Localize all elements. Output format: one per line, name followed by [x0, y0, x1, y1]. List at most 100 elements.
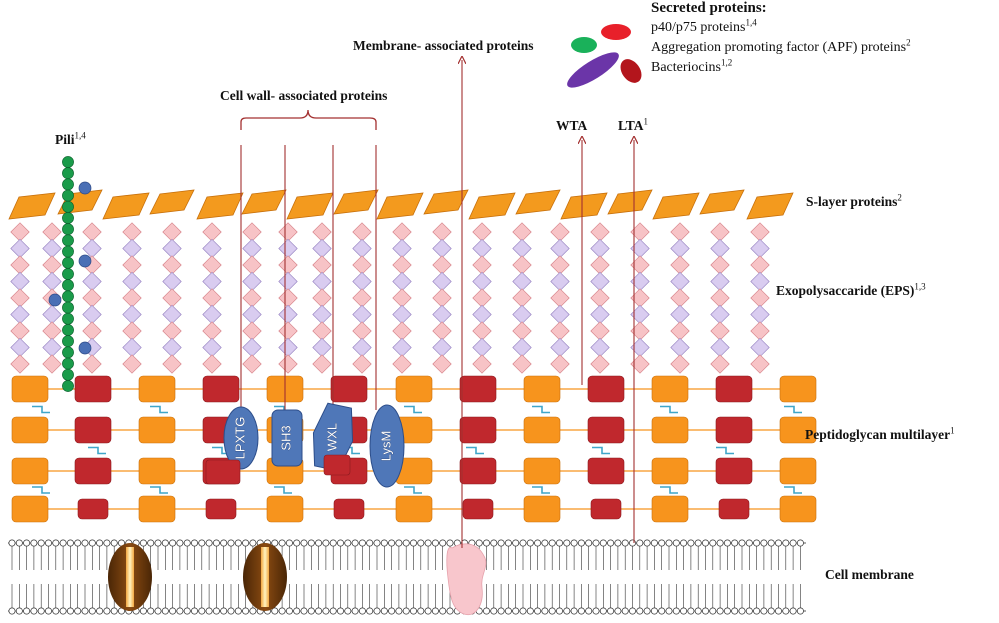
eps-sugar-unit: [10, 271, 30, 292]
lipid-head: [191, 539, 198, 547]
pilin-subunit: [62, 312, 74, 325]
s-layer-protein: [699, 189, 745, 215]
eps-chain: [42, 222, 62, 374]
lipid-head: [37, 607, 45, 615]
lipid-head: [446, 607, 454, 615]
lipid-head: [497, 539, 505, 547]
lipid-head: [614, 607, 622, 615]
lipid-head: [658, 539, 666, 547]
lipid-head: [767, 539, 775, 547]
nam-sugar-block: [587, 416, 625, 444]
nag-sugar-block: [779, 457, 817, 485]
lipid-head: [227, 607, 235, 615]
lipid-head: [789, 607, 797, 615]
lipid-head: [344, 607, 352, 615]
lipid-head: [191, 607, 198, 615]
peptide-crosslink: [274, 486, 292, 494]
lipid-head: [395, 607, 403, 615]
membrane-associated-protein: [446, 543, 487, 616]
pilin-subunit: [62, 268, 74, 280]
eps-sugar-unit: [122, 255, 142, 275]
nag-sugar-block: [523, 416, 561, 444]
lipid-head: [592, 607, 600, 615]
eps-sugar-unit: [512, 255, 532, 275]
eps-chain: [202, 222, 222, 374]
nam-sugar-block: [77, 498, 109, 520]
export-arrows: [462, 60, 634, 548]
lipid-head: [650, 539, 658, 547]
eps-sugar-unit: [122, 288, 142, 308]
eps-sugar-unit: [630, 271, 650, 292]
s-layer-protein: [423, 189, 469, 215]
eps-sugar-unit: [472, 222, 492, 242]
pilin-subunit: [62, 234, 74, 247]
eps-sugar-unit: [590, 238, 610, 259]
lipid-head: [446, 539, 454, 547]
eps-sugar-unit: [392, 271, 412, 292]
lipid-head: [599, 607, 607, 615]
lipid-head: [431, 539, 439, 547]
lipid-head: [599, 539, 607, 547]
eps-chain: [278, 222, 298, 374]
eps-sugar-unit: [162, 255, 182, 275]
eps-sugar-unit: [432, 304, 452, 325]
lipid-head: [285, 539, 293, 547]
pilin-subunit: [62, 189, 74, 202]
eps-sugar-unit: [670, 321, 690, 341]
lipid-head: [629, 607, 636, 615]
lipid-head: [417, 539, 425, 547]
lipid-head: [483, 539, 490, 547]
lipid-head: [716, 539, 724, 547]
eps-sugar-unit: [710, 255, 730, 275]
lipid-head: [30, 607, 38, 615]
eps-sugar-unit: [242, 271, 262, 292]
nag-sugar-block: [395, 375, 433, 403]
pilin-subunit: [62, 335, 74, 348]
eps-sugar-unit: [242, 238, 262, 259]
eps-sugar-unit: [202, 337, 222, 358]
eps-sugar-unit: [242, 354, 262, 374]
lipid-head: [103, 607, 111, 615]
eps-sugar-unit: [10, 255, 30, 275]
eps-sugar-unit: [242, 304, 262, 325]
pili: [48, 156, 92, 392]
nag-sugar-block: [523, 375, 561, 403]
eps-sugar-unit: [670, 271, 690, 292]
nam-sugar-block: [715, 375, 753, 403]
lipid-head: [709, 607, 717, 615]
pili-label: Pili1,4: [55, 130, 86, 147]
eps-sugar-unit: [472, 321, 492, 341]
eps-sugar-unit: [162, 304, 182, 325]
lipid-head: [198, 607, 206, 615]
lipid-head: [782, 539, 790, 547]
lipid-head: [410, 607, 417, 615]
eps-sugar-unit: [42, 321, 62, 341]
lipid-head: [227, 539, 235, 547]
eps-chain: [312, 222, 332, 374]
lipid-head: [694, 607, 702, 615]
lipid-head: [665, 607, 673, 615]
eps-label: Exopolysaccaride (EPS)1,3: [776, 281, 926, 298]
nam-sugar-block: [462, 498, 494, 520]
lipid-head: [37, 539, 45, 547]
nam-sugar-block: [587, 375, 625, 403]
lipid-head: [439, 539, 447, 547]
eps-sugar-unit: [10, 354, 30, 374]
lipid-head: [614, 539, 622, 547]
nam-sugar-block: [590, 498, 622, 520]
lipid-head: [74, 539, 82, 547]
eps-sugar-unit: [392, 255, 412, 275]
lipid-head: [672, 539, 680, 547]
eps-sugar-unit: [10, 337, 30, 358]
pilin-subunit: [62, 346, 74, 359]
eps-sugar-unit: [122, 354, 142, 374]
nag-sugar-block: [651, 416, 689, 444]
eps-sugar-unit: [82, 238, 102, 259]
lipid-head: [307, 539, 315, 547]
eps-sugar-unit: [630, 354, 650, 374]
lipid-head: [285, 607, 293, 615]
lipid-head: [388, 607, 396, 615]
eps-sugar-unit: [122, 321, 142, 341]
eps-sugar-unit: [710, 354, 730, 374]
s-layer-protein: [333, 189, 379, 215]
